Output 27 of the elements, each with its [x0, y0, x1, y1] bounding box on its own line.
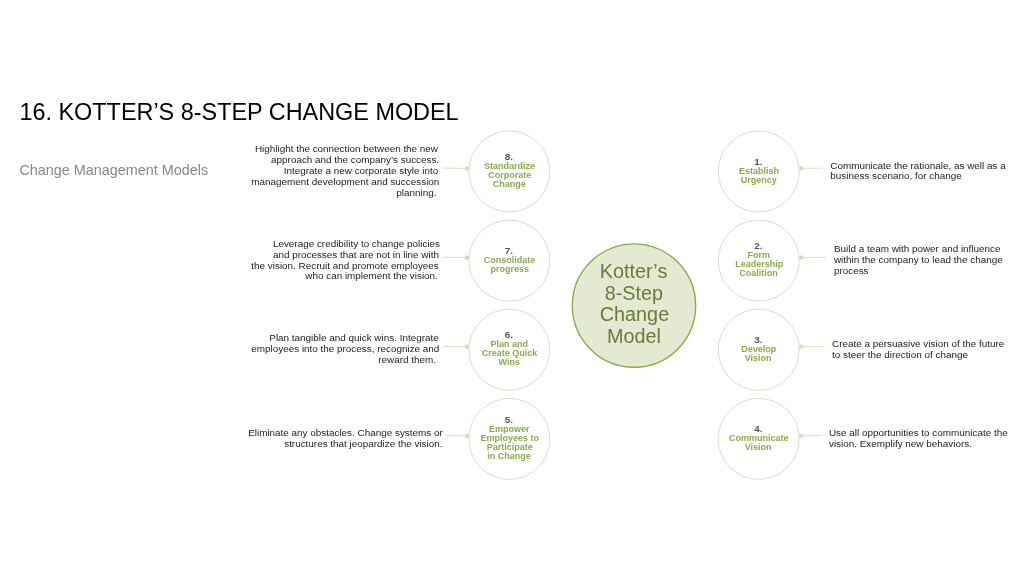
node-text: Use all opportunities to communicate the vision. Exemplify new behaviors.	[828, 426, 1008, 449]
connector	[799, 254, 827, 260]
node-text: Highlight the connection between the new approach and the company’s success. Integrate a new corporate style into management development and succession planning.	[251, 142, 440, 198]
node-text: Leverage credibility to change policies and processes that are not in line with the vision. Recruit and promote employees who can implement the vision.	[251, 237, 441, 281]
node-circle: 4. Communicate Vision	[717, 397, 800, 480]
node-circle: Kotter’s 8-Step Change Model	[571, 242, 697, 368]
node-text: Create a persuasive vision of the future to steer the direction of change	[832, 337, 1005, 360]
node-circle: 1. Establish Urgency	[717, 129, 800, 212]
node-text: Communicate the rationale, as well as a business scenario, for change	[830, 159, 1006, 181]
connector	[442, 165, 470, 171]
connector	[799, 343, 826, 349]
connector	[442, 254, 470, 260]
node-circle: 7. Consolidate progress	[468, 219, 551, 302]
connector	[799, 433, 823, 438]
node-circle: 3. Develop Vision	[717, 308, 800, 391]
node-circle: 2. Form Leadership Coalition	[717, 219, 800, 302]
connector	[442, 344, 470, 349]
connector	[446, 433, 470, 438]
diagram-title: 16. KOTTER’S 8-STEP CHANGE MODEL	[19, 98, 459, 125]
connector	[799, 165, 824, 171]
node-circle: 8. Standardize Corporate Change	[468, 129, 551, 212]
node-text: Eliminate any obstacles. Change systems or structures that jeopardize the vision.	[248, 426, 443, 449]
node-circle: 5. Empower Employees to Participate in Change	[468, 397, 551, 480]
label: Change Management Models	[19, 161, 209, 178]
node-circle: 6. Plan and Create Quick Wins	[468, 308, 551, 391]
node-text: Plan tangible and quick wins. Integrate employees into the process, recognize and reward them.	[251, 331, 440, 365]
node-text: Build a team with power and influence within the company to lead the change process	[833, 242, 1003, 276]
